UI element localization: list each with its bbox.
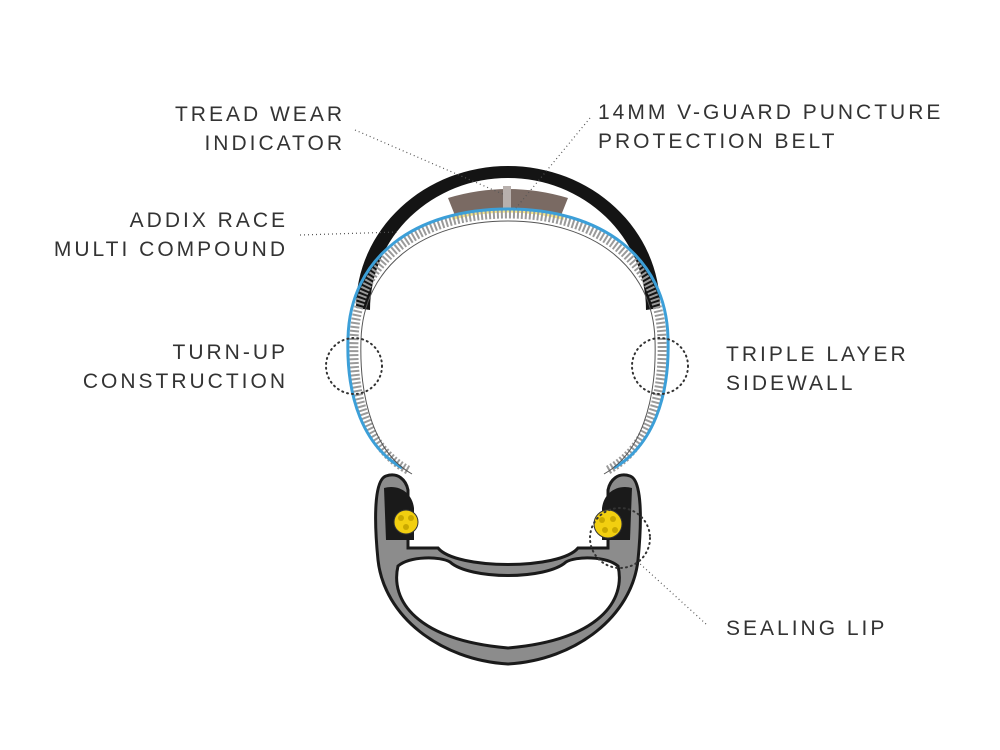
label-line: TREAD WEAR (174, 103, 345, 126)
label-line: SIDEWALL (726, 372, 856, 395)
label-sealing-lip: SEALING LIP (726, 614, 887, 643)
label-line: ADDIX RACE (129, 209, 288, 232)
label-line: MULTI COMPOUND (53, 238, 288, 261)
left-bead-core (393, 509, 419, 535)
bead-strand (610, 516, 616, 522)
triple-layer-highlight (631, 337, 689, 395)
label-line: TRIPLE LAYER (726, 343, 909, 366)
addix-leader (299, 231, 399, 236)
tread-wear-indicator (503, 186, 511, 210)
sealing-lip-leader (637, 561, 707, 625)
label-addix-compound: ADDIX RACE MULTI COMPOUND (54, 206, 288, 264)
label-triple-layer-sidewall: TRIPLE LAYER SIDEWALL (726, 340, 909, 398)
label-line: CONSTRUCTION (82, 370, 288, 393)
right-bead-core (593, 509, 623, 539)
rim-cavity (395, 556, 621, 650)
turn-up-highlight (325, 337, 383, 395)
bead-strand (599, 517, 605, 523)
bead-strand (602, 527, 608, 533)
bead-strand (398, 515, 404, 521)
label-line: PROTECTION BELT (598, 130, 838, 153)
casing-blue-layer (346, 207, 670, 470)
sealing-lip-highlight (589, 507, 651, 569)
label-v-guard-belt: 14MM V-GUARD PUNCTURE PROTECTION BELT (598, 98, 943, 156)
bead-strand (408, 515, 414, 521)
casing-inner (349, 209, 667, 474)
label-tread-wear-indicator: TREAD WEAR INDICATOR (175, 100, 345, 158)
label-turn-up-construction: TURN-UP CONSTRUCTION (83, 338, 288, 396)
label-line: TURN-UP (172, 341, 288, 364)
tread-wear-leader (354, 129, 506, 196)
label-line: INDICATOR (204, 132, 345, 155)
belt-yellow-layer (451, 208, 565, 220)
bead-strand (403, 524, 409, 530)
casing-inner-outline (360, 220, 656, 475)
label-line: SEALING LIP (726, 617, 888, 640)
label-line: 14MM V-GUARD PUNCTURE (598, 101, 944, 124)
bead-strand (612, 527, 618, 533)
